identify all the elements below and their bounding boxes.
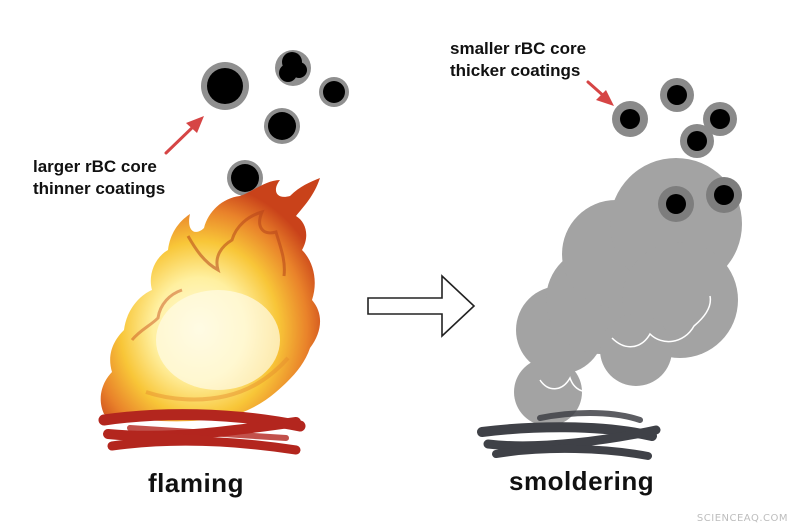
rbc-particle xyxy=(319,77,349,107)
right-annotation-line2: thicker coatings xyxy=(450,61,581,80)
right-annotation-line1: smaller rBC core xyxy=(450,39,587,58)
rbc-particle xyxy=(660,78,694,112)
rbc-particle xyxy=(658,186,694,222)
rbc-particle xyxy=(706,177,742,213)
rbc-particle xyxy=(201,62,249,110)
right-annotation-arrow xyxy=(586,80,614,106)
rbc-particle xyxy=(264,108,300,144)
rbc-particle xyxy=(680,124,714,158)
left-annotation: larger rBC core thinner coatings xyxy=(33,156,165,200)
flaming-particles xyxy=(201,50,349,196)
hollow-right-arrow-icon xyxy=(367,274,476,338)
smoldering-logs xyxy=(477,410,661,460)
flaming-label: flaming xyxy=(148,468,244,498)
left-annotation-line2: thinner coatings xyxy=(33,179,166,198)
left-annotation-arrow xyxy=(164,116,204,155)
smoldering-label: smoldering xyxy=(509,466,655,496)
flaming-logs xyxy=(98,409,306,455)
rbc-particle xyxy=(612,101,648,137)
left-annotation-line1: larger rBC core xyxy=(33,157,157,176)
right-annotation: smaller rBC core thicker coatings xyxy=(450,38,586,82)
rbc-particle xyxy=(227,160,263,196)
rbc-particle xyxy=(275,50,311,86)
rbc-particle xyxy=(703,102,737,136)
smoldering-particles xyxy=(612,78,742,222)
watermark: SCIENCEAQ.COM xyxy=(696,513,788,524)
fire-icon xyxy=(100,178,321,422)
